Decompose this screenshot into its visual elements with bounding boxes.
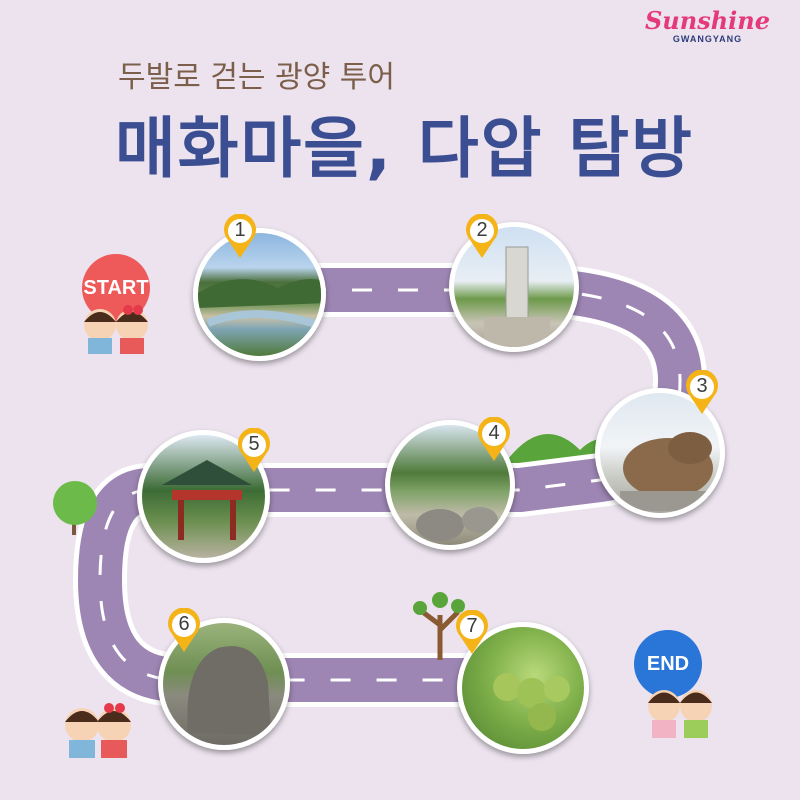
riverside-rocks-photo — [416, 507, 498, 541]
stop-number: 3 — [696, 375, 708, 397]
stop-2-photo[interactable] — [449, 222, 579, 352]
brand-logo: Sunshine GWANGYANG — [644, 6, 770, 45]
stop-2-pin[interactable]: 2 — [464, 213, 500, 260]
stop-3-photo[interactable] — [595, 388, 725, 518]
stop-number: 7 — [466, 615, 478, 637]
monument-photo — [484, 246, 550, 347]
map-pin-icon — [238, 427, 270, 472]
map-pin-icon — [466, 213, 498, 258]
map-pin-icon — [478, 416, 510, 461]
page-title: 매화마을, 다압 탐방 — [115, 110, 694, 187]
stop-7-photo[interactable] — [457, 622, 589, 754]
stop-3-pin[interactable]: 3 — [684, 369, 720, 416]
stop-number: 4 — [488, 422, 500, 444]
stop-5-pin[interactable]: 5 — [236, 427, 272, 474]
tree-icon — [53, 481, 97, 525]
stop-number: 1 — [234, 219, 246, 241]
kids-end-icon — [648, 690, 712, 738]
kids-bottom-left-icon — [65, 703, 131, 758]
stop-number: 2 — [476, 219, 488, 241]
pavilion-photo — [162, 460, 252, 540]
page-subtitle: 두발로 걷는 광양 투어 — [118, 60, 396, 95]
stop-6-pin[interactable]: 6 — [166, 607, 202, 654]
stop-1-pin[interactable]: 1 — [222, 213, 258, 260]
map-pin-icon — [456, 609, 488, 654]
kids-start-icon — [84, 305, 148, 354]
map-pin-icon — [168, 607, 200, 652]
tree-icon — [413, 592, 465, 660]
brand-logo-text: Sunshine — [644, 6, 770, 35]
map-pin-icon — [686, 369, 718, 414]
stop-number: 6 — [178, 613, 190, 635]
river-valley-photo — [198, 279, 321, 330]
end-badge: END — [634, 630, 702, 698]
stop-4-pin[interactable]: 4 — [476, 416, 512, 463]
map-pin-icon — [224, 213, 256, 258]
stop-number: 5 — [248, 433, 260, 455]
green-plums-photo — [493, 673, 570, 731]
stop-1-photo[interactable] — [193, 228, 326, 361]
stop-7-pin[interactable]: 7 — [454, 609, 490, 656]
brand-logo-sub: GWANGYANG — [672, 34, 743, 44]
stone-marker-photo — [187, 646, 271, 735]
